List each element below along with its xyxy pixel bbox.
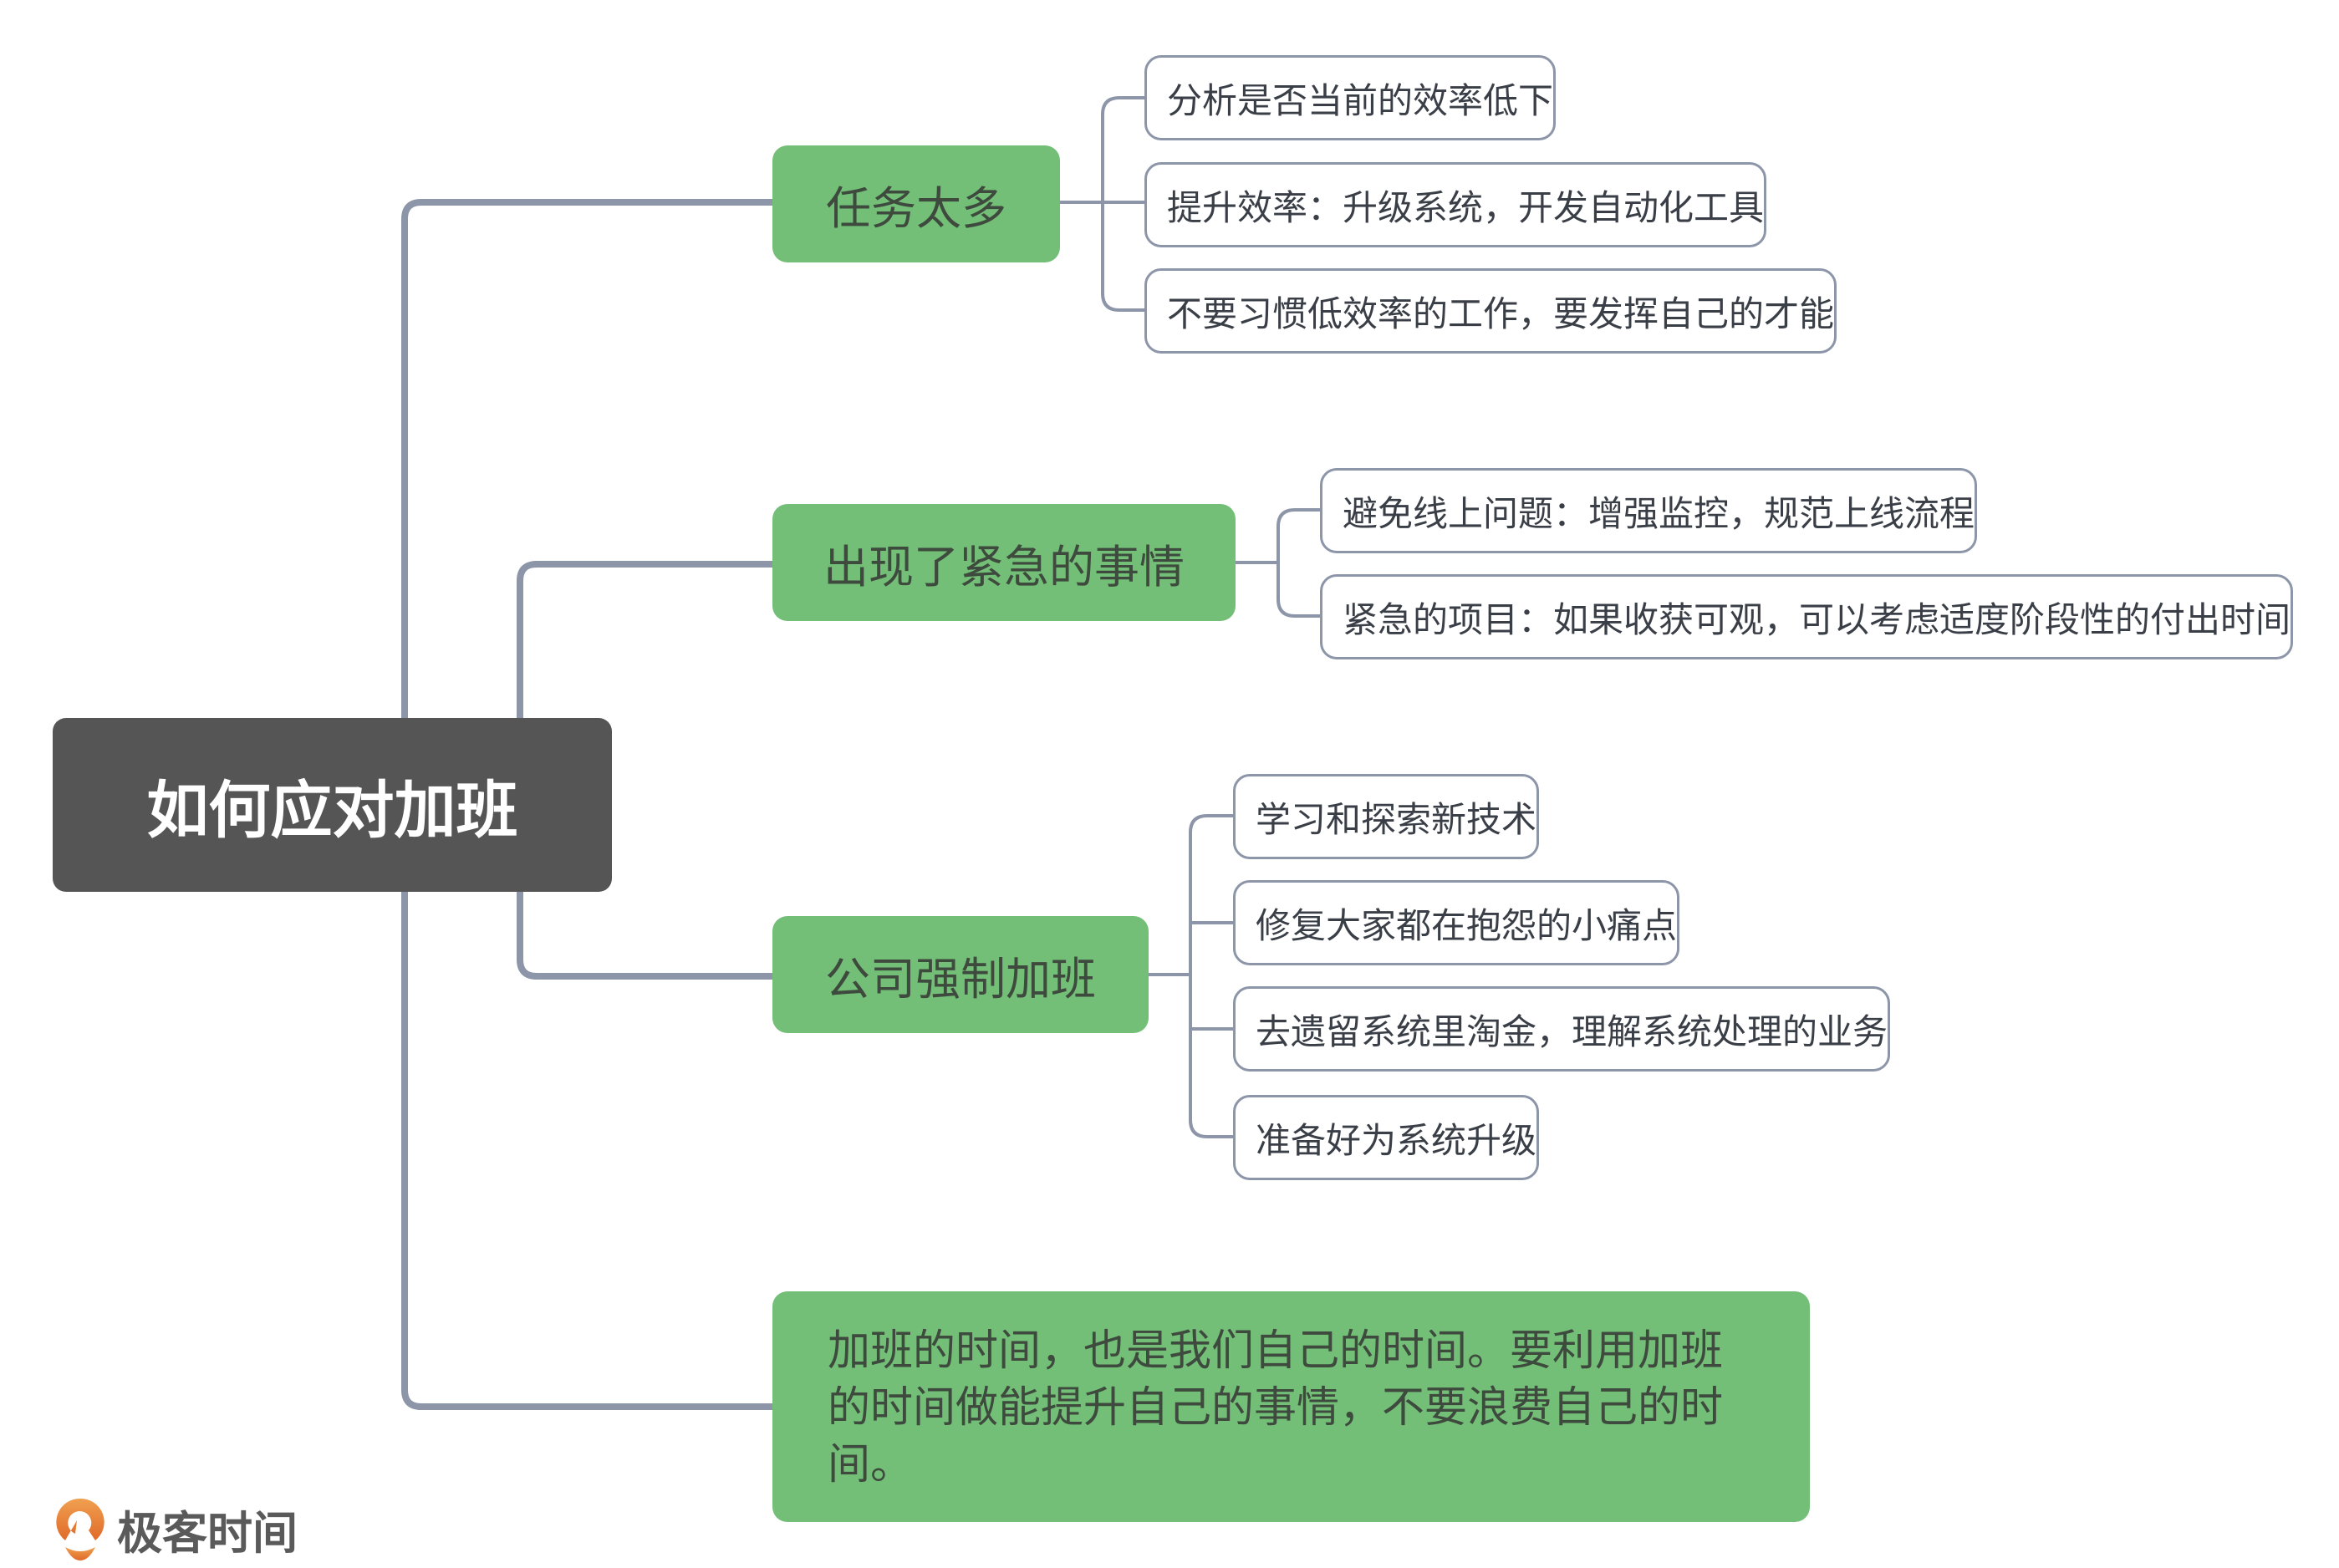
- leaf-node[interactable]: 去遗留系统里淘金，理解系统处理的业务: [1233, 986, 1891, 1072]
- leaf-node[interactable]: 准备好为系统升级: [1233, 1095, 1540, 1180]
- branch-too-many-tasks[interactable]: 任务太多: [772, 145, 1060, 262]
- leaf-node[interactable]: 分析是否当前的效率低下: [1144, 55, 1557, 140]
- leaf-node[interactable]: 避免线上问题：增强监控，规范上线流程: [1320, 468, 1978, 553]
- logo-text: 极客时间: [117, 1507, 298, 1560]
- branch-summary-note[interactable]: 加班的时间，也是我们自己的时间。要利用加班的时间做能提升自己的事情，不要浪费自己…: [772, 1291, 1810, 1522]
- leaf-node[interactable]: 学习和探索新技术: [1233, 774, 1540, 859]
- leaf-node[interactable]: 不要习惯低效率的工作，要发挥自己的才能: [1144, 268, 1837, 354]
- branch-forced-overtime[interactable]: 公司强制加班: [772, 916, 1149, 1033]
- branch-urgent-matters[interactable]: 出现了紧急的事情: [772, 504, 1236, 621]
- logo-pin-icon: [56, 1498, 104, 1560]
- leaf-node[interactable]: 修复大家都在抱怨的小痛点: [1233, 880, 1680, 965]
- leaf-node[interactable]: 紧急的项目：如果收获可观，可以考虑适度阶段性的付出时间: [1320, 574, 2294, 659]
- root-node[interactable]: 如何应对加班: [53, 718, 612, 892]
- leaf-node[interactable]: 提升效率：升级系统，开发自动化工具: [1144, 162, 1767, 247]
- geektime-logo: 极客时间: [55, 1496, 298, 1562]
